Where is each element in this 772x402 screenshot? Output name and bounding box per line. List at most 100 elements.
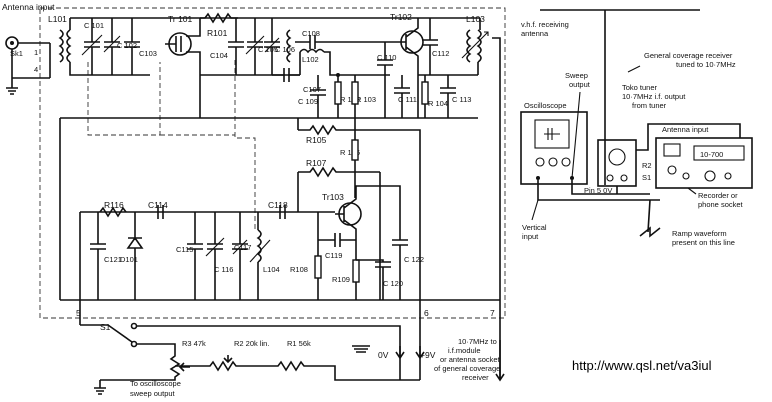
r2-box-label: R2 xyxy=(642,161,652,170)
c122-label: C 122 xyxy=(404,255,424,264)
c107-symbol xyxy=(272,68,300,82)
sk1-pin4: 4 xyxy=(34,65,38,74)
c109-label: C 109 xyxy=(298,97,318,106)
s1-contact-a xyxy=(130,322,138,330)
r109-label: R109 xyxy=(332,275,350,284)
scope-screen xyxy=(534,119,570,149)
c110-symbol xyxy=(377,42,393,118)
r104-symbol xyxy=(421,81,429,105)
r2-pot xyxy=(175,360,270,372)
0v-label: 0V xyxy=(378,350,389,360)
s1-label: S1 xyxy=(100,322,111,332)
c120-symbol xyxy=(375,261,391,268)
c122-symbol xyxy=(392,226,408,300)
tr103-label: Tr103 xyxy=(322,192,344,202)
r104-label: R 104 xyxy=(428,99,448,108)
c116-label: C 116 xyxy=(214,265,233,274)
l104-label: L104 xyxy=(263,265,280,274)
vhf-antenna xyxy=(540,9,700,185)
c112-label: C112 xyxy=(432,49,449,58)
l101-label: L101 xyxy=(48,14,67,24)
pin7-label: 7 xyxy=(490,308,495,318)
receiver-meter xyxy=(663,143,681,157)
oscilloscope-box xyxy=(520,111,588,185)
sk1-label: Sk1 xyxy=(10,49,23,58)
c104-symbol xyxy=(228,18,244,75)
ramp-waveform xyxy=(639,226,661,238)
tr102-label: Tr102 xyxy=(390,12,412,22)
c101-symbol xyxy=(84,18,100,75)
c118-label: C118 xyxy=(268,200,288,210)
l103-coil xyxy=(466,29,472,63)
c108-label: C108 xyxy=(302,29,320,38)
r106-symbol xyxy=(351,139,359,161)
pin6-label: 6 xyxy=(424,308,429,318)
d101-label: D101 xyxy=(120,255,138,264)
r101-label: R101 xyxy=(207,28,228,38)
d101-symbol xyxy=(126,212,144,300)
r116-label: R116 xyxy=(104,200,124,210)
c112-symbol xyxy=(422,18,438,75)
r3-label: R3 47k xyxy=(182,339,206,348)
antenna-input-2-label: Antenna input xyxy=(662,125,709,134)
c109-symbol xyxy=(310,75,326,118)
r3-pot xyxy=(125,343,181,381)
oscilloscope-label: Oscilloscope xyxy=(524,101,567,110)
c121-label: C121 xyxy=(104,255,122,264)
s1-contact-b xyxy=(130,340,138,348)
r107-symbol xyxy=(298,166,380,178)
l102-label: L102 xyxy=(302,55,319,64)
c106-label: C 106 xyxy=(275,45,295,54)
c117-label: C117 xyxy=(234,243,251,252)
c106-symbol xyxy=(264,18,280,75)
c121-symbol xyxy=(90,212,106,300)
c119-label: C119 xyxy=(325,251,342,260)
frequency-display: 10-700 xyxy=(700,150,723,159)
r108-symbol xyxy=(314,255,322,279)
r103-label: R 103 xyxy=(356,95,376,104)
c101-label: C 101 xyxy=(84,21,104,30)
c118-symbol xyxy=(279,205,286,219)
r108-label: R108 xyxy=(290,265,308,274)
l102-coil xyxy=(299,48,325,54)
r109-symbol xyxy=(352,259,360,283)
pin5-0v-label: Pin 5 0V xyxy=(584,186,612,195)
r106-label: R 106 xyxy=(340,148,360,157)
s1-box-label: S1 xyxy=(642,173,651,182)
r105-label: R105 xyxy=(306,135,327,145)
c111-label: C 111 xyxy=(398,95,417,104)
c108-symbol xyxy=(295,35,330,49)
c114-symbol xyxy=(157,205,164,219)
toko-tuner-box xyxy=(597,139,637,187)
0v-ground xyxy=(352,345,370,353)
c102-symbol xyxy=(104,18,120,75)
c119-symbol xyxy=(318,233,356,247)
tr101-label: Tr 101 xyxy=(168,14,193,24)
sk1-wiring xyxy=(11,42,51,79)
c115-symbol xyxy=(187,212,203,300)
c102-label: C 102 xyxy=(117,41,137,50)
antenna-input-label: Antenna input xyxy=(2,2,55,12)
tuning-gang-link-2 xyxy=(234,60,256,230)
sk1-pin1: 1 xyxy=(34,48,38,57)
l103-label: L103 xyxy=(466,14,485,24)
c113-symbol xyxy=(440,75,456,118)
r102-symbol xyxy=(334,81,342,105)
pin5-label: 5 xyxy=(76,308,81,318)
c120-label: C 120 xyxy=(383,279,403,288)
l102-coil-1 xyxy=(286,29,292,63)
c113-label: C 113 xyxy=(452,95,471,104)
r103-symbol xyxy=(351,81,359,105)
r1-label: R1 56k xyxy=(287,339,311,348)
l101-coil xyxy=(58,29,64,63)
c104-label: C104 xyxy=(210,51,228,60)
r116-symbol xyxy=(99,206,127,218)
